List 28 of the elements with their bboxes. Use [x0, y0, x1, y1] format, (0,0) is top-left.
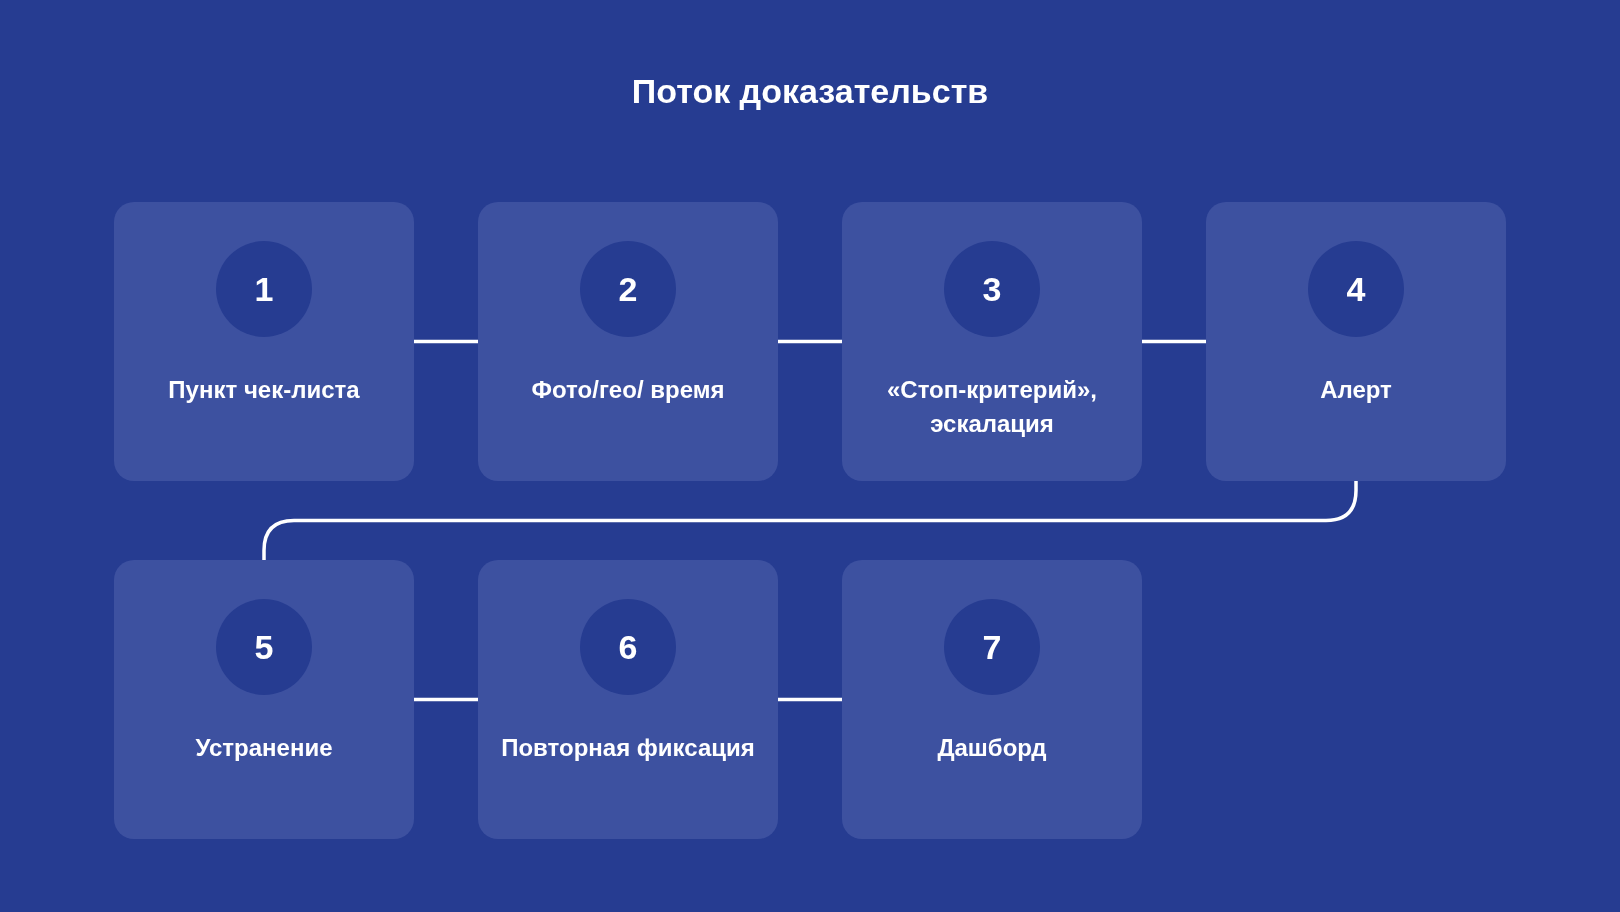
step-number: 3 — [944, 241, 1040, 337]
step-label: «Стоп-критерий», эскалация — [886, 375, 1098, 439]
step-card — [842, 560, 1142, 839]
step-number: 6 — [580, 599, 676, 695]
connector-line — [262, 481, 1358, 560]
step-label: Пункт чек-листа — [167, 375, 361, 405]
connector-line — [778, 697, 842, 702]
connector-line — [1142, 339, 1206, 344]
step-label: Дашборд — [936, 733, 1048, 763]
step-card — [114, 560, 414, 839]
step-card — [1206, 202, 1506, 481]
step-label: Повторная фиксация — [500, 733, 756, 763]
step-number: 2 — [580, 241, 676, 337]
connector-line — [778, 339, 842, 344]
step-number: 7 — [944, 599, 1040, 695]
connector-line — [414, 697, 478, 702]
step-label: Устранение — [194, 733, 334, 763]
diagram-title: Поток доказательств — [631, 72, 989, 111]
step-number: 5 — [216, 599, 312, 695]
step-label: Фото/гео/ время — [530, 375, 726, 405]
step-card — [478, 560, 778, 839]
step-number: 1 — [216, 241, 312, 337]
step-label: Алерт — [1319, 375, 1393, 405]
step-number: 4 — [1308, 241, 1404, 337]
step-card — [478, 202, 778, 481]
step-card — [842, 202, 1142, 481]
step-card — [114, 202, 414, 481]
connector-line — [414, 339, 478, 344]
